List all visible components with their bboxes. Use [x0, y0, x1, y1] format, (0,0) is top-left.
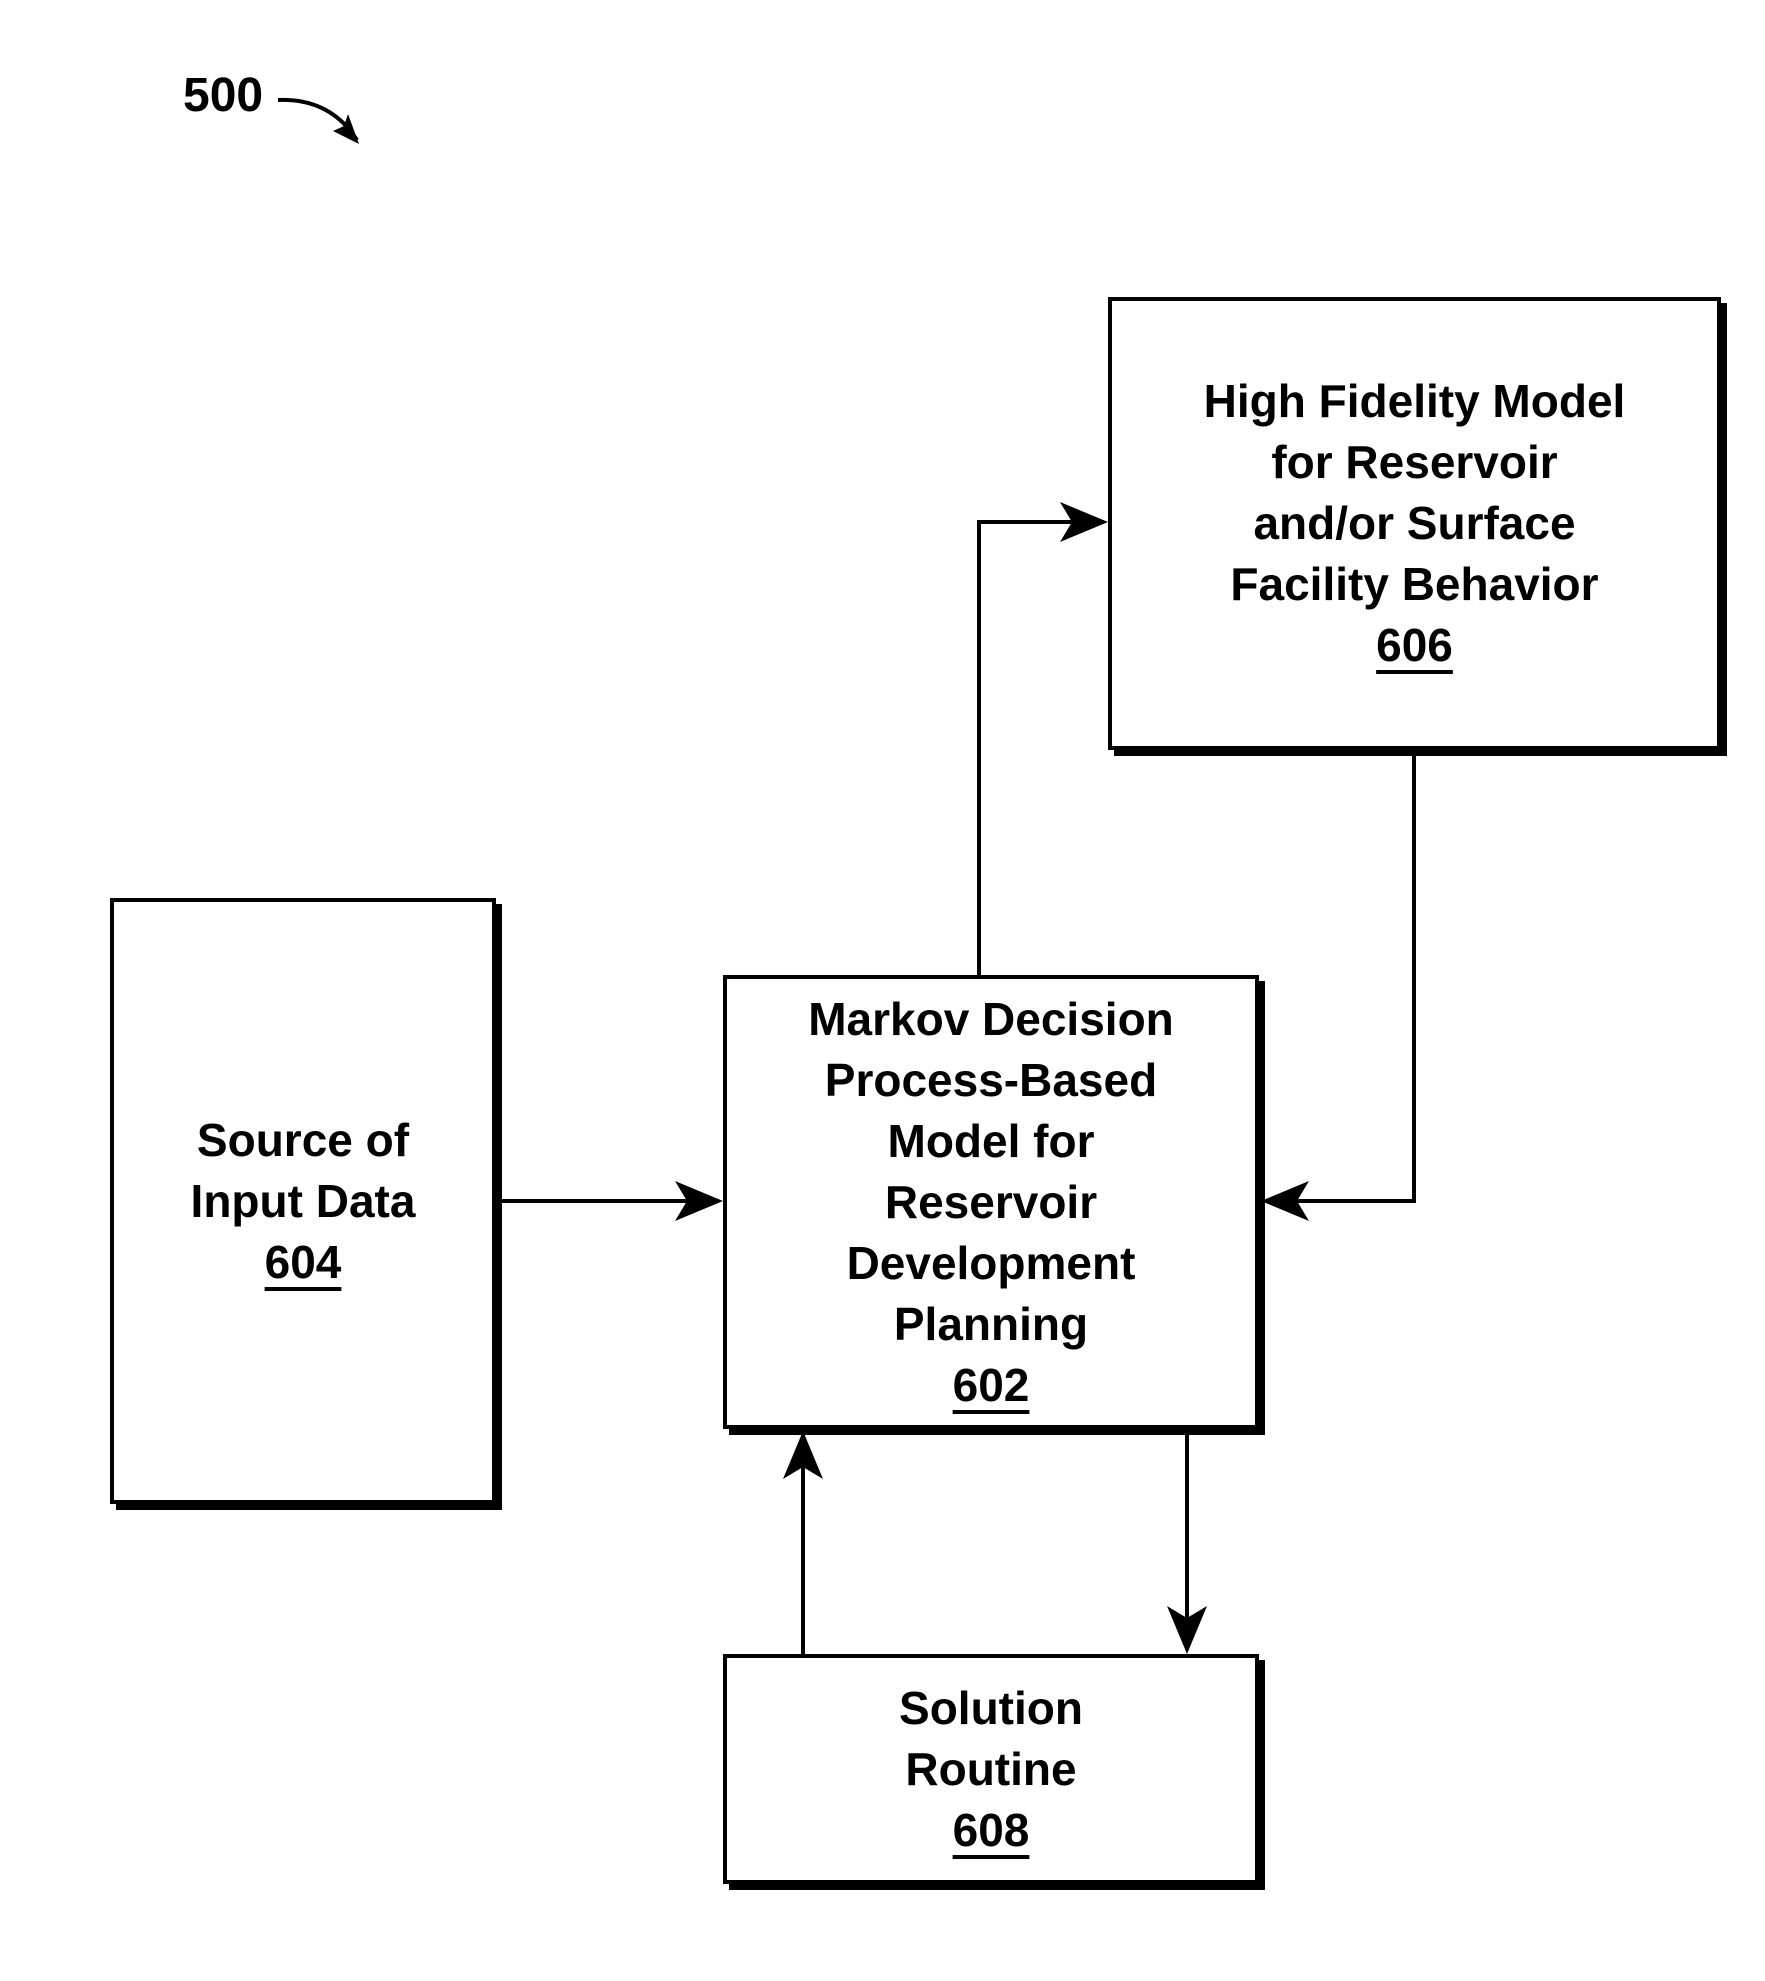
- box-text-line: High Fidelity Model: [1204, 371, 1626, 432]
- arrow-mdp-to-high-fidelity: [979, 522, 1104, 975]
- high-fidelity-model-box: High Fidelity Model for Reservoir and/or…: [1108, 297, 1721, 750]
- box-text-line: Planning: [894, 1294, 1088, 1355]
- figure-ref-label: 500: [183, 72, 263, 120]
- box-reference-number: 604: [265, 1232, 342, 1293]
- box-text-line: and/or Surface: [1253, 493, 1575, 554]
- box-text-line: Development: [847, 1233, 1136, 1294]
- markov-decision-model-box: Markov Decision Process-Based Model for …: [723, 975, 1259, 1429]
- box-text-line: Markov Decision: [808, 989, 1174, 1050]
- box-text-line: Model for: [888, 1111, 1095, 1172]
- box-text-line: Process-Based: [825, 1050, 1157, 1111]
- source-of-input-data-box: Source of Input Data 604: [110, 898, 496, 1504]
- arrow-high-fidelity-to-mdp: [1265, 756, 1414, 1201]
- box-text-line: Solution: [899, 1678, 1083, 1739]
- box-reference-number: 602: [953, 1355, 1030, 1416]
- box-text-line: for Reservoir: [1271, 432, 1557, 493]
- box-text-line: Facility Behavior: [1230, 554, 1598, 615]
- box-reference-number: 606: [1376, 615, 1453, 676]
- box-text-line: Reservoir: [885, 1172, 1097, 1233]
- box-reference-number: 608: [953, 1800, 1030, 1861]
- box-text-line: Routine: [905, 1739, 1076, 1800]
- box-text-line: Source of: [197, 1110, 409, 1171]
- box-text-line: Input Data: [191, 1171, 416, 1232]
- solution-routine-box: Solution Routine 608: [723, 1654, 1259, 1884]
